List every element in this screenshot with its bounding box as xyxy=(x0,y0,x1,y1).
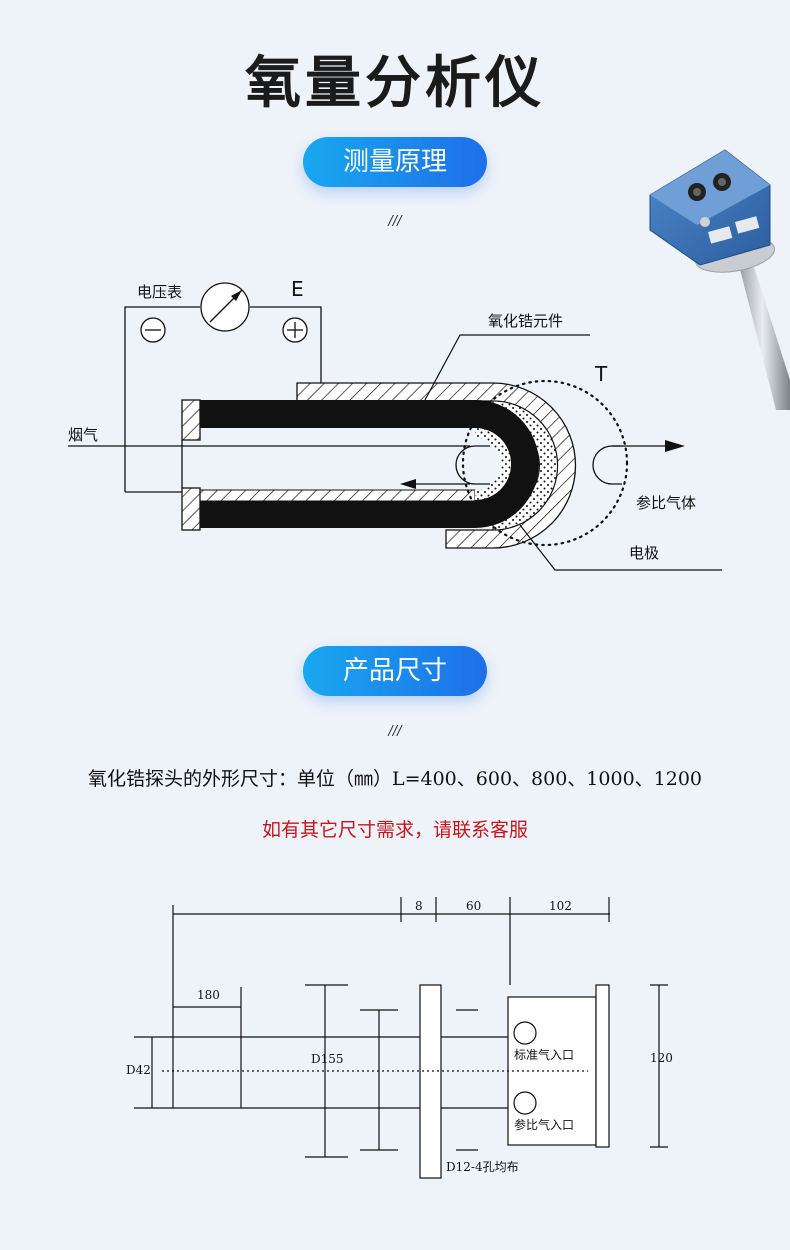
label-voltmeter: 电压表 xyxy=(137,283,182,301)
dim-180: 180 xyxy=(197,988,220,1002)
label-e: E xyxy=(291,277,304,301)
section-pill-size: 产品尺寸 xyxy=(303,646,487,696)
dim-120: 120 xyxy=(650,1051,673,1065)
label-electrode: 电极 xyxy=(629,544,659,562)
label-element: 氧化锆元件 xyxy=(488,312,563,330)
dim-d42: D42 xyxy=(126,1063,151,1077)
label-standard-inlet: 标准气入口 xyxy=(514,1047,574,1062)
dim-60: 60 xyxy=(466,899,481,913)
label-reference-inlet: 参比气入口 xyxy=(514,1117,574,1132)
label-holes: D12-4孔均布 xyxy=(446,1160,519,1174)
dim-d155: D155 xyxy=(311,1052,344,1066)
voltmeter-circuit xyxy=(124,282,322,493)
section-divider-principle: /// xyxy=(388,214,402,229)
label-flue-gas: 烟气 xyxy=(68,426,98,444)
section-pill-principle: 测量原理 xyxy=(303,137,487,187)
section-divider-size: /// xyxy=(388,724,402,739)
dim-102: 102 xyxy=(549,899,572,913)
dim-8: 8 xyxy=(415,899,423,913)
contact-text: 如有其它尺寸需求，请联系客服 xyxy=(261,819,528,841)
page-title: 氧量分析仪 xyxy=(245,51,545,116)
label-reference-gas: 参比气体 xyxy=(636,494,696,512)
dimension-text: 氧化锆探头的外形尺寸：单位（㎜）L=400、600、800、1000、1200 xyxy=(87,768,703,790)
label-t: T xyxy=(594,362,608,386)
